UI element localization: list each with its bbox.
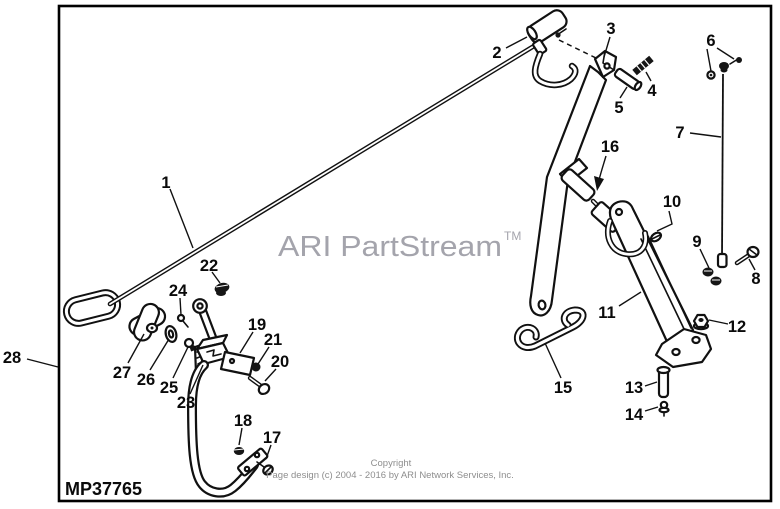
- leader-19: [239, 331, 254, 354]
- callout-17[interactable]: 17: [263, 429, 281, 447]
- leader-27: [127, 333, 145, 364]
- leader-2: [505, 36, 528, 49]
- callout-12[interactable]: 12: [728, 318, 746, 336]
- callout-25[interactable]: 25: [160, 379, 178, 397]
- hook-rod-15: [513, 306, 587, 351]
- copyright-line1: Copyright: [371, 458, 412, 469]
- watermark-text: ARI PartStream: [278, 231, 502, 263]
- callout-15[interactable]: 15: [554, 379, 572, 397]
- callout-26[interactable]: 26: [137, 371, 155, 389]
- callout-1[interactable]: 1: [161, 174, 170, 192]
- leader-10: [656, 210, 673, 232]
- nut-22: [214, 282, 230, 296]
- lift-arm-11: [590, 200, 713, 369]
- rivet: [555, 32, 561, 38]
- callout-21[interactable]: 21: [264, 331, 282, 349]
- leader-5: [619, 86, 628, 99]
- clip-10: [649, 231, 663, 243]
- leader-21: [257, 346, 270, 365]
- leader-18: [238, 427, 243, 446]
- fasteners-6: [706, 57, 742, 80]
- nut-18: [233, 447, 245, 455]
- leader-14: [644, 406, 659, 412]
- pin-5: [613, 67, 643, 92]
- copyright: Copyright Page design (c) 2004 - 2016 by…: [266, 458, 514, 481]
- callout-5[interactable]: 5: [614, 99, 623, 117]
- leader-15: [544, 342, 562, 379]
- callout-19[interactable]: 19: [248, 316, 266, 334]
- screw-14: [658, 400, 670, 417]
- leader-23: [189, 364, 204, 395]
- callout-24[interactable]: 24: [169, 282, 188, 300]
- callout-16[interactable]: 16: [601, 138, 619, 156]
- nut-12: [692, 313, 710, 331]
- copyright-line2: Page design (c) 2004 - 2016 by ARI Netwo…: [266, 470, 514, 481]
- leader-lines: [26, 36, 756, 460]
- callout-27[interactable]: 27: [113, 364, 131, 382]
- pedal-tube: [186, 360, 269, 498]
- bolt-17: [256, 461, 274, 476]
- leader-13: [644, 381, 658, 387]
- leader-16: [594, 155, 607, 191]
- bolt-21: [251, 362, 261, 372]
- lift-rod-1: [62, 43, 537, 327]
- part-number: MP37765: [65, 479, 142, 499]
- roll-pin-4: [632, 55, 654, 76]
- leader-24: [179, 297, 182, 316]
- leader-6a: [706, 48, 712, 72]
- leader-25: [172, 346, 189, 379]
- callout-20[interactable]: 20: [271, 353, 289, 371]
- callout-10[interactable]: 10: [663, 193, 681, 211]
- callout-6[interactable]: 6: [706, 32, 715, 50]
- leader-9: [699, 248, 710, 269]
- leader-12: [708, 319, 729, 325]
- leader-11: [618, 291, 642, 307]
- pin-13: [656, 365, 671, 399]
- watermark: ARI PartStream TM: [278, 229, 521, 263]
- watermark-tm: TM: [504, 229, 521, 243]
- callout-7[interactable]: 7: [675, 124, 684, 142]
- leader-17: [265, 444, 272, 460]
- leader-22: [211, 271, 221, 284]
- callout-8[interactable]: 8: [751, 270, 760, 288]
- callout-18[interactable]: 18: [234, 412, 252, 430]
- callout-9[interactable]: 9: [692, 233, 701, 251]
- leader-20: [264, 368, 277, 382]
- rod-7: [716, 73, 728, 269]
- callout-28[interactable]: 28: [3, 349, 21, 367]
- callout-3[interactable]: 3: [606, 20, 615, 38]
- washer-26: [164, 325, 178, 343]
- assembly-dashed-line: [558, 39, 597, 59]
- knob-27: [128, 302, 167, 342]
- callout-14[interactable]: 14: [625, 406, 644, 424]
- diagram-border: [57, 4, 773, 503]
- callout-22[interactable]: 22: [200, 257, 218, 275]
- leader-8: [748, 258, 756, 271]
- callout-23[interactable]: 23: [177, 394, 195, 412]
- leader-1: [169, 188, 194, 249]
- nuts-9: [702, 267, 722, 286]
- callout-2[interactable]: 2: [492, 44, 501, 62]
- plate-19: [219, 350, 256, 377]
- callout-numbers: 1 2 3 4 5 6 7 8 9 10 11 12 13 14 15 16 1…: [3, 20, 761, 447]
- leader-3: [603, 36, 611, 58]
- grip-2: [526, 9, 597, 89]
- callout-4[interactable]: 4: [647, 82, 657, 100]
- callout-11[interactable]: 11: [598, 304, 615, 322]
- pin-24: [176, 313, 189, 328]
- bolt-20: [247, 375, 271, 396]
- leader-4: [645, 71, 652, 82]
- leader-7: [689, 132, 722, 138]
- bolt-8: [734, 245, 760, 266]
- leader-6b: [716, 47, 735, 60]
- leader-26: [149, 338, 170, 371]
- leader-28: [26, 358, 59, 368]
- callout-13[interactable]: 13: [625, 379, 643, 397]
